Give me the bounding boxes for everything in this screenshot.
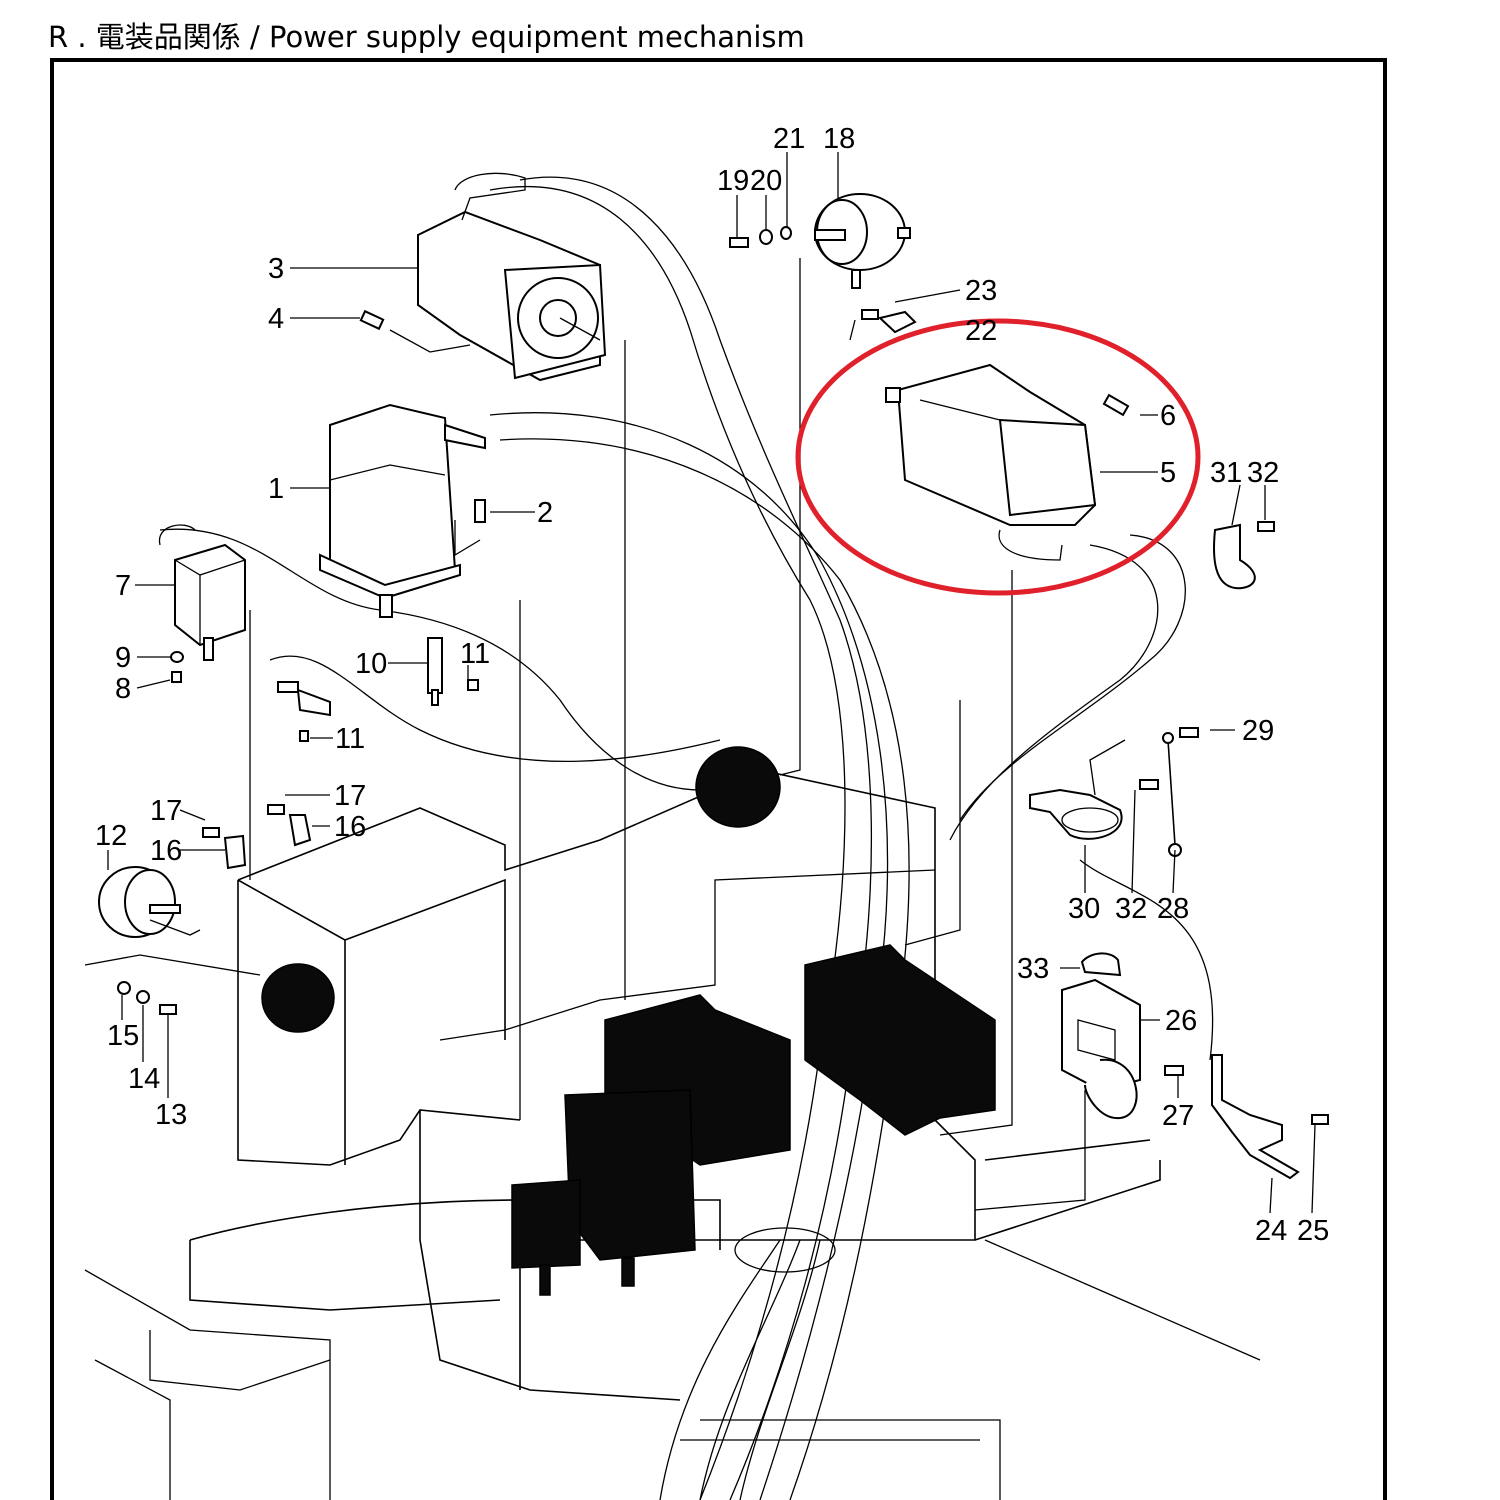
part-30-clamp — [1029, 788, 1123, 840]
callout-21: 21 — [773, 123, 805, 155]
callout-15: 15 — [107, 1020, 139, 1052]
part-18-encoder — [814, 193, 911, 289]
part-31-clip — [1213, 523, 1256, 590]
callout-33: 33 — [1017, 953, 1049, 985]
callout-29: 29 — [1242, 715, 1274, 747]
callout-4: 4 — [268, 303, 284, 335]
callout-23: 23 — [965, 275, 997, 307]
leader-lines — [107, 152, 1316, 1214]
callout-32-top: 32 — [1247, 457, 1279, 489]
machine-body — [84, 340, 1261, 1500]
callout-2: 2 — [537, 497, 553, 529]
part-1-motor-block — [319, 403, 486, 618]
callout-14: 14 — [128, 1063, 160, 1095]
callout-32-bottom: 32 — [1115, 893, 1147, 925]
callout-13: 13 — [155, 1099, 187, 1131]
callout-19: 19 — [717, 165, 749, 197]
callout-1: 1 — [268, 473, 284, 505]
part-33-cap — [1080, 952, 1122, 977]
cable-harness — [159, 176, 1214, 1500]
callout-8: 8 — [115, 673, 131, 705]
callout-18: 18 — [823, 123, 855, 155]
callout-17-right: 17 — [334, 780, 366, 812]
callout-7: 7 — [115, 570, 131, 602]
callout-9: 9 — [115, 642, 131, 674]
callout-26: 26 — [1165, 1005, 1197, 1037]
part-24-bracket — [1211, 1054, 1300, 1180]
highlight-ellipse — [795, 318, 1201, 596]
callout-11-lower: 11 — [335, 723, 365, 755]
part-12-sensor — [98, 866, 201, 938]
drawing-frame — [50, 58, 1387, 1500]
callout-6: 6 — [1160, 400, 1176, 432]
part-3-motor — [417, 172, 607, 382]
callout-30: 30 — [1068, 893, 1100, 925]
part-5-motor — [885, 363, 1097, 561]
callout-16-left: 16 — [150, 835, 182, 867]
callout-27: 27 — [1162, 1100, 1194, 1132]
interior-components — [261, 746, 996, 1296]
callout-16-right: 16 — [334, 811, 366, 843]
page-title: R . 電装品関係 / Power supply equipment mecha… — [48, 20, 805, 54]
callout-20: 20 — [750, 165, 782, 197]
callout-24: 24 — [1255, 1215, 1287, 1247]
part-26-switch-box — [1061, 978, 1141, 1120]
callouts: 1 2 3 4 5 6 7 8 9 10 11 11 12 13 14 15 1… — [95, 123, 1329, 1247]
callout-3: 3 — [268, 253, 284, 285]
callout-5: 5 — [1160, 457, 1176, 489]
callout-22: 22 — [965, 315, 997, 347]
callout-17-left: 17 — [150, 795, 182, 827]
callout-10: 10 — [355, 648, 387, 680]
callout-25: 25 — [1297, 1215, 1329, 1247]
part-7-small-motor — [158, 524, 246, 661]
callout-28: 28 — [1157, 893, 1189, 925]
callout-31: 31 — [1210, 457, 1242, 489]
callout-11-upper: 11 — [460, 638, 490, 670]
part-28-rod — [1162, 732, 1182, 857]
part-10-bracket — [427, 637, 443, 706]
callout-12: 12 — [95, 820, 127, 852]
